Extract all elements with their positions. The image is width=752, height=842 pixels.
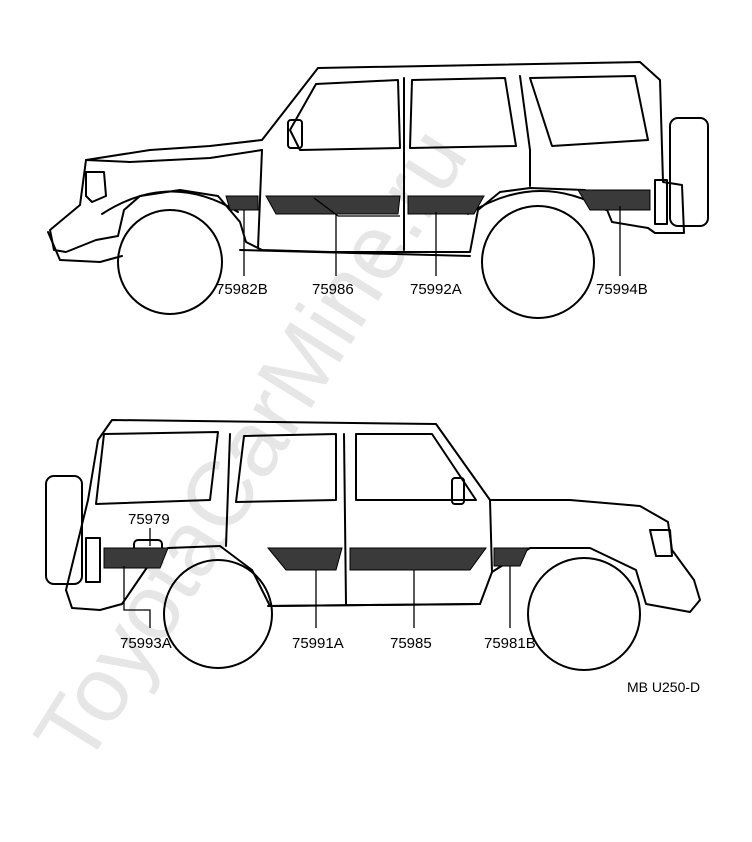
label-75986: 75986 — [312, 281, 354, 298]
leader-75993A — [123, 566, 151, 628]
label-75985: 75985 — [390, 635, 432, 652]
label-75982B: 75982B — [216, 281, 268, 298]
bottom-vehicle-drawing — [45, 419, 701, 671]
diagram-code: MB U250-D — [627, 679, 700, 695]
label-75994B: 75994B — [596, 281, 648, 298]
label-75993A: 75993A — [120, 635, 172, 652]
label-75979: 75979 — [128, 511, 170, 528]
top-vehicle-drawing — [47, 61, 709, 319]
label-75981B: 75981B — [484, 635, 536, 652]
label-75992A: 75992A — [410, 281, 462, 298]
label-75991A: 75991A — [292, 635, 344, 652]
